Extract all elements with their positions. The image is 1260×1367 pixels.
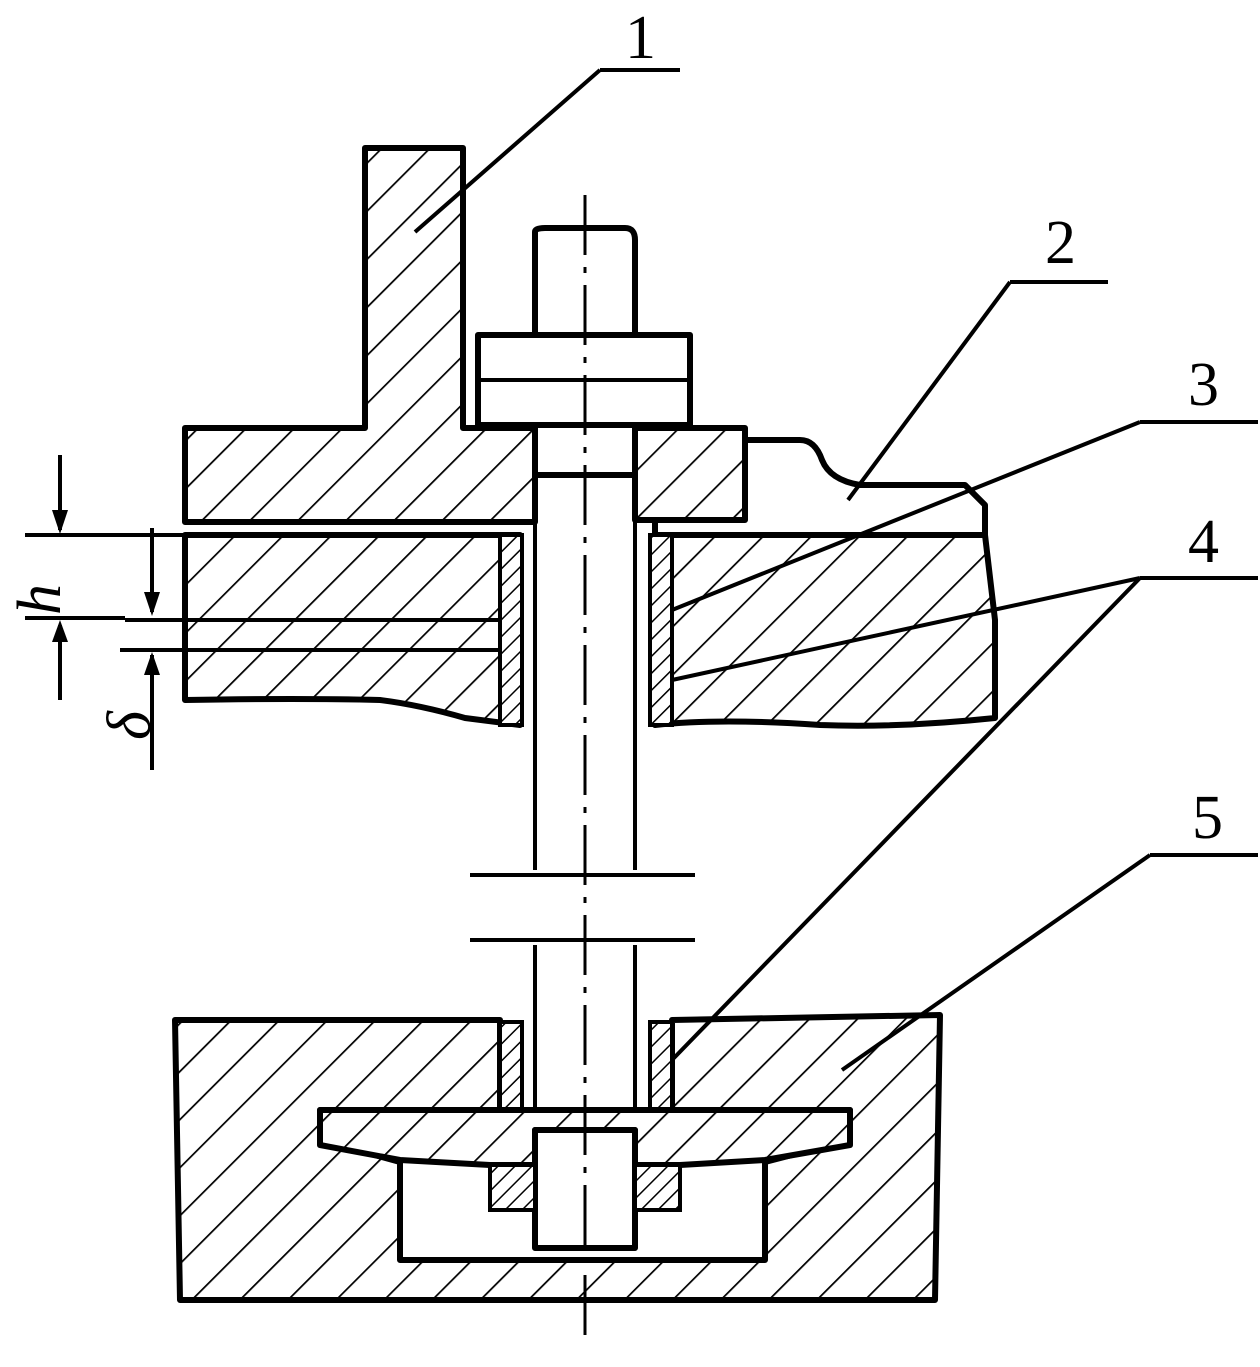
dimension-h-label: h: [6, 584, 74, 615]
callout-5: 5: [1192, 784, 1223, 852]
dimension-delta-label: δ: [96, 710, 164, 740]
callout-4: 4: [1188, 508, 1219, 576]
part-4-sleeve-upper: [498, 533, 674, 727]
callout-3: 3: [1188, 351, 1219, 419]
callout-1: 1: [625, 4, 656, 72]
part-5-foundation-lower: [172, 1012, 943, 1303]
dimension-h: h: [6, 455, 185, 700]
leaders: [413, 68, 1258, 1072]
dimension-delta: δ: [96, 528, 164, 770]
callout-2: 2: [1045, 209, 1076, 277]
part-2-foundation-upper: [120, 437, 998, 729]
